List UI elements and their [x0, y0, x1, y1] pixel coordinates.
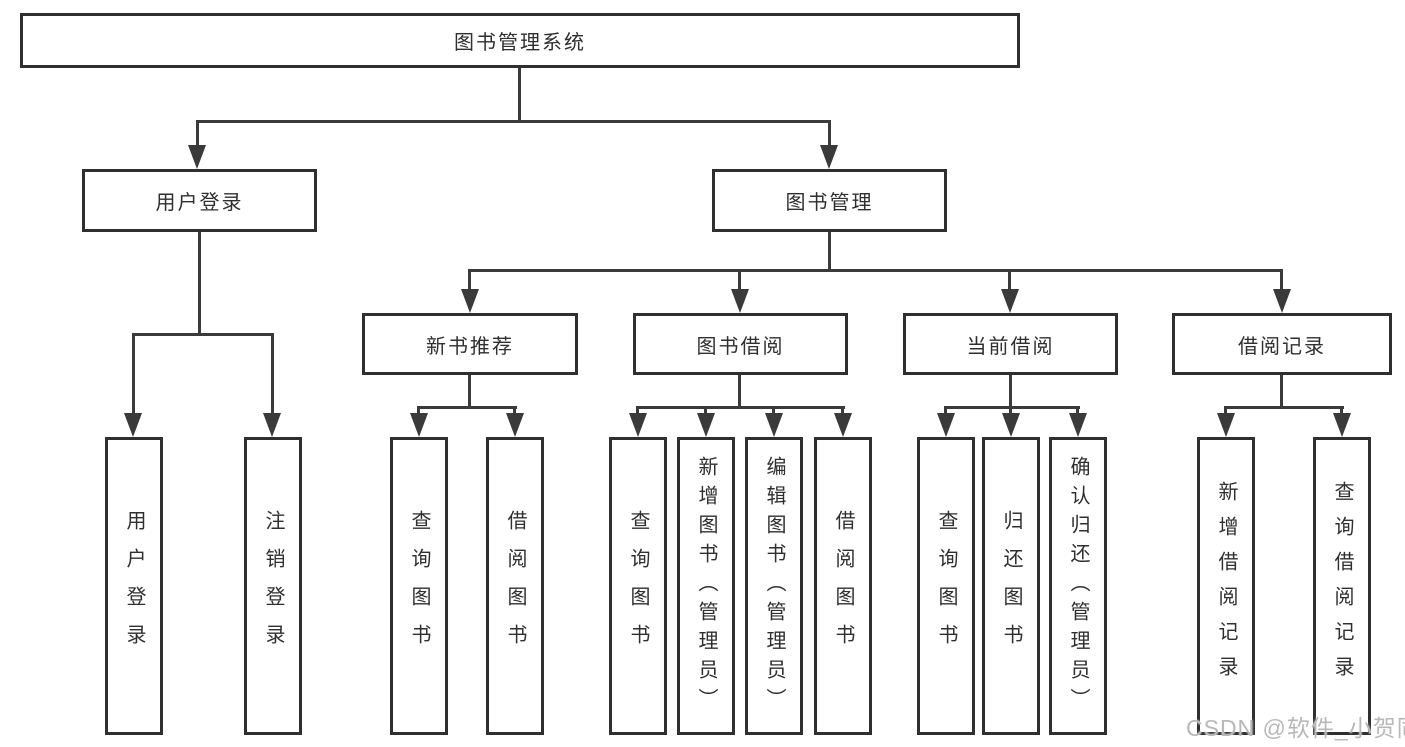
- node-book-mgmt-label: 图书管理: [785, 192, 874, 214]
- connector-drop-bb-edit: [772, 406, 775, 416]
- arrow-down-icon: [820, 145, 838, 169]
- connector-drop-book-borrow: [738, 269, 741, 290]
- arrow-down-icon: [731, 289, 749, 313]
- connector-bb-branch: [636, 406, 845, 409]
- arrow-down-icon: [937, 413, 955, 437]
- connector-drop-borrow-records: [1280, 269, 1283, 290]
- connector-nbr-stem: [468, 375, 471, 408]
- connector-br-stem: [1280, 375, 1283, 408]
- leaf-bb-edit-books-admin-label: 编辑图书（管理员）: [763, 455, 785, 717]
- connector-drop-book-mgmt: [828, 120, 831, 147]
- node-book-mgmt: 图书管理: [712, 169, 947, 232]
- leaf-cb-return-books: 归还图书: [982, 437, 1040, 735]
- leaf-bb-borrow-books: 借阅图书: [814, 437, 872, 735]
- node-new-book-rec-label: 新书推荐: [426, 335, 514, 358]
- connector-drop-user-login: [196, 120, 199, 147]
- arrow-down-icon: [1002, 413, 1020, 437]
- node-borrow-records-label: 借阅记录: [1238, 335, 1326, 358]
- connector-cb-stem: [1009, 375, 1012, 408]
- leaf-cb-query-books-label: 查询图书: [935, 510, 957, 662]
- connector-drop-nbr-query: [417, 406, 420, 416]
- leaf-logout-label: 注销登录: [262, 510, 284, 662]
- connector-drop-bb-add: [704, 406, 707, 416]
- connector-drop-br-query: [1340, 406, 1343, 416]
- leaf-bb-add-books-admin: 新增图书（管理员）: [677, 437, 735, 735]
- leaf-bb-add-books-admin-label: 新增图书（管理员）: [695, 455, 717, 717]
- connector-book-mgmt-stem: [828, 232, 831, 272]
- arrow-down-icon: [1217, 413, 1235, 437]
- connector-drop-br-add: [1224, 406, 1227, 416]
- connector-drop-cb-query: [944, 406, 947, 416]
- leaf-bb-edit-books-admin: 编辑图书（管理员）: [745, 437, 803, 735]
- arrow-down-icon: [629, 413, 647, 437]
- leaf-br-query-record: 查询借阅记录: [1313, 437, 1371, 735]
- leaf-br-add-record-label: 新增借阅记录: [1215, 481, 1237, 691]
- connector-nbr-branch: [417, 406, 517, 409]
- arrow-down-icon: [765, 413, 783, 437]
- connector-user-login-stem: [198, 232, 201, 335]
- node-user-login: 用户登录: [82, 169, 317, 232]
- leaf-bb-query-books-label: 查询图书: [627, 510, 649, 662]
- leaf-cb-confirm-return-admin: 确认归还（管理员）: [1049, 437, 1107, 735]
- connector-root-branch: [197, 120, 831, 123]
- leaf-user-login: 用户登录: [105, 437, 163, 735]
- connector-drop-bb-query: [636, 406, 639, 416]
- connector-user-login-branch: [132, 333, 274, 336]
- arrow-down-icon: [461, 289, 479, 313]
- leaf-logout: 注销登录: [244, 437, 302, 735]
- leaf-cb-confirm-return-admin-label: 确认归还（管理员）: [1067, 455, 1089, 717]
- connector-drop-cb-confirm: [1076, 406, 1079, 416]
- connector-drop-ul-logout: [271, 333, 274, 415]
- connector-drop-bb-borrow: [841, 406, 844, 416]
- connector-br-branch: [1224, 406, 1344, 409]
- connector-cb-branch: [944, 406, 1080, 409]
- connector-drop-current-borrow: [1008, 269, 1011, 290]
- connector-drop-new-book-rec: [468, 269, 471, 290]
- leaf-user-login-label: 用户登录: [123, 510, 145, 662]
- arrow-down-icon: [1273, 289, 1291, 313]
- node-book-borrow-label: 图书借阅: [696, 335, 785, 358]
- leaf-bb-borrow-books-label: 借阅图书: [832, 510, 854, 662]
- leaf-br-query-record-label: 查询借阅记录: [1331, 481, 1353, 691]
- node-root-label: 图书管理系统: [454, 32, 586, 54]
- connector-drop-cb-return: [1009, 406, 1012, 416]
- arrow-down-icon: [1333, 413, 1351, 437]
- leaf-nbr-query-books: 查询图书: [390, 437, 448, 735]
- node-current-borrow-label: 当前借阅: [966, 335, 1055, 358]
- arrow-down-icon: [263, 413, 281, 437]
- node-new-book-rec: 新书推荐: [362, 313, 578, 375]
- arrow-down-icon: [188, 145, 206, 169]
- connector-book-mgmt-branch: [468, 269, 1283, 272]
- arrow-down-icon: [410, 413, 428, 437]
- connector-drop-ul-login: [132, 333, 135, 415]
- leaf-nbr-borrow-books-label: 借阅图书: [504, 510, 526, 662]
- leaf-br-add-record: 新增借阅记录: [1197, 437, 1255, 735]
- leaf-nbr-query-books-label: 查询图书: [408, 510, 430, 662]
- csdn-watermark: CSDN @软件_小贺同学: [1186, 715, 1405, 741]
- node-root: 图书管理系统: [20, 13, 1020, 68]
- node-user-login-label: 用户登录: [155, 192, 244, 214]
- arrow-down-icon: [506, 413, 524, 437]
- node-borrow-records: 借阅记录: [1172, 313, 1392, 375]
- connector-drop-nbr-borrow: [513, 406, 516, 416]
- node-current-borrow: 当前借阅: [903, 313, 1118, 375]
- arrow-down-icon: [124, 413, 142, 437]
- connector-root-stem: [518, 68, 521, 121]
- arrow-down-icon: [1069, 413, 1087, 437]
- arrow-down-icon: [834, 413, 852, 437]
- leaf-cb-return-books-label: 归还图书: [1000, 510, 1022, 662]
- leaf-nbr-borrow-books: 借阅图书: [486, 437, 544, 735]
- arrow-down-icon: [697, 413, 715, 437]
- leaf-cb-query-books: 查询图书: [917, 437, 975, 735]
- leaf-bb-query-books: 查询图书: [609, 437, 667, 735]
- node-book-borrow: 图书借阅: [633, 313, 848, 375]
- connector-bb-stem: [738, 375, 741, 408]
- arrow-down-icon: [1001, 289, 1019, 313]
